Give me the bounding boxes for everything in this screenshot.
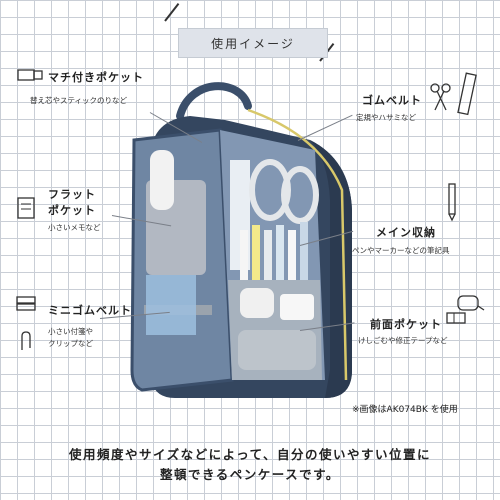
decoration-stroke-left [164, 3, 180, 22]
label-gusset-pocket-title: マチ付きポケット [48, 71, 144, 84]
label-main-storage-sub: ペンやマーカーなどの筆記具 [352, 246, 450, 255]
usage-image-banner: 使用イメージ [178, 28, 328, 58]
label-flat-pocket-title-2: ポケット [48, 204, 96, 217]
pen-icon [448, 183, 456, 222]
memo-pad-icon [17, 197, 35, 219]
correction-tape-icon [457, 295, 485, 311]
glue-stick-icon [17, 69, 43, 81]
label-gusset-pocket-sub: 替え芯やスティックのりなど [30, 96, 128, 105]
eraser-icon [446, 312, 466, 324]
scissors-icon [430, 83, 451, 111]
sticky-notes-icon [16, 296, 36, 311]
label-mini-rubber-belt-title: ミニゴムベルト [48, 304, 132, 317]
caption-line-2: 整頓できるペンケースです。 [160, 467, 340, 482]
label-main-storage-title: メイン収納 [376, 226, 436, 239]
label-front-pocket-title: 前面ポケット [370, 318, 442, 331]
banner-title: 使用イメージ [211, 36, 295, 51]
label-flat-pocket-title-1: フラット [48, 188, 96, 201]
model-note: ※画像はAK074BK を使用 [352, 405, 458, 415]
caption-line-1: 使用頻度やサイズなどによって、自分の使いやすい位置に [68, 447, 431, 462]
pen-case-illustration [130, 82, 352, 398]
label-rubber-belt-title: ゴムベルト [362, 94, 422, 107]
label-rubber-belt-sub: 定規やハサミなど [356, 113, 416, 122]
label-front-pocket-sub: けしごむや修正テープなど [358, 336, 448, 345]
label-mini-rubber-belt-sub-1: 小さい付箋や [48, 327, 93, 336]
label-mini-rubber-belt-sub-2: クリップなど [48, 339, 93, 348]
clip-icon [21, 331, 31, 350]
label-flat-pocket-sub: 小さいメモなど [48, 223, 101, 232]
ruler-icon [457, 72, 477, 116]
